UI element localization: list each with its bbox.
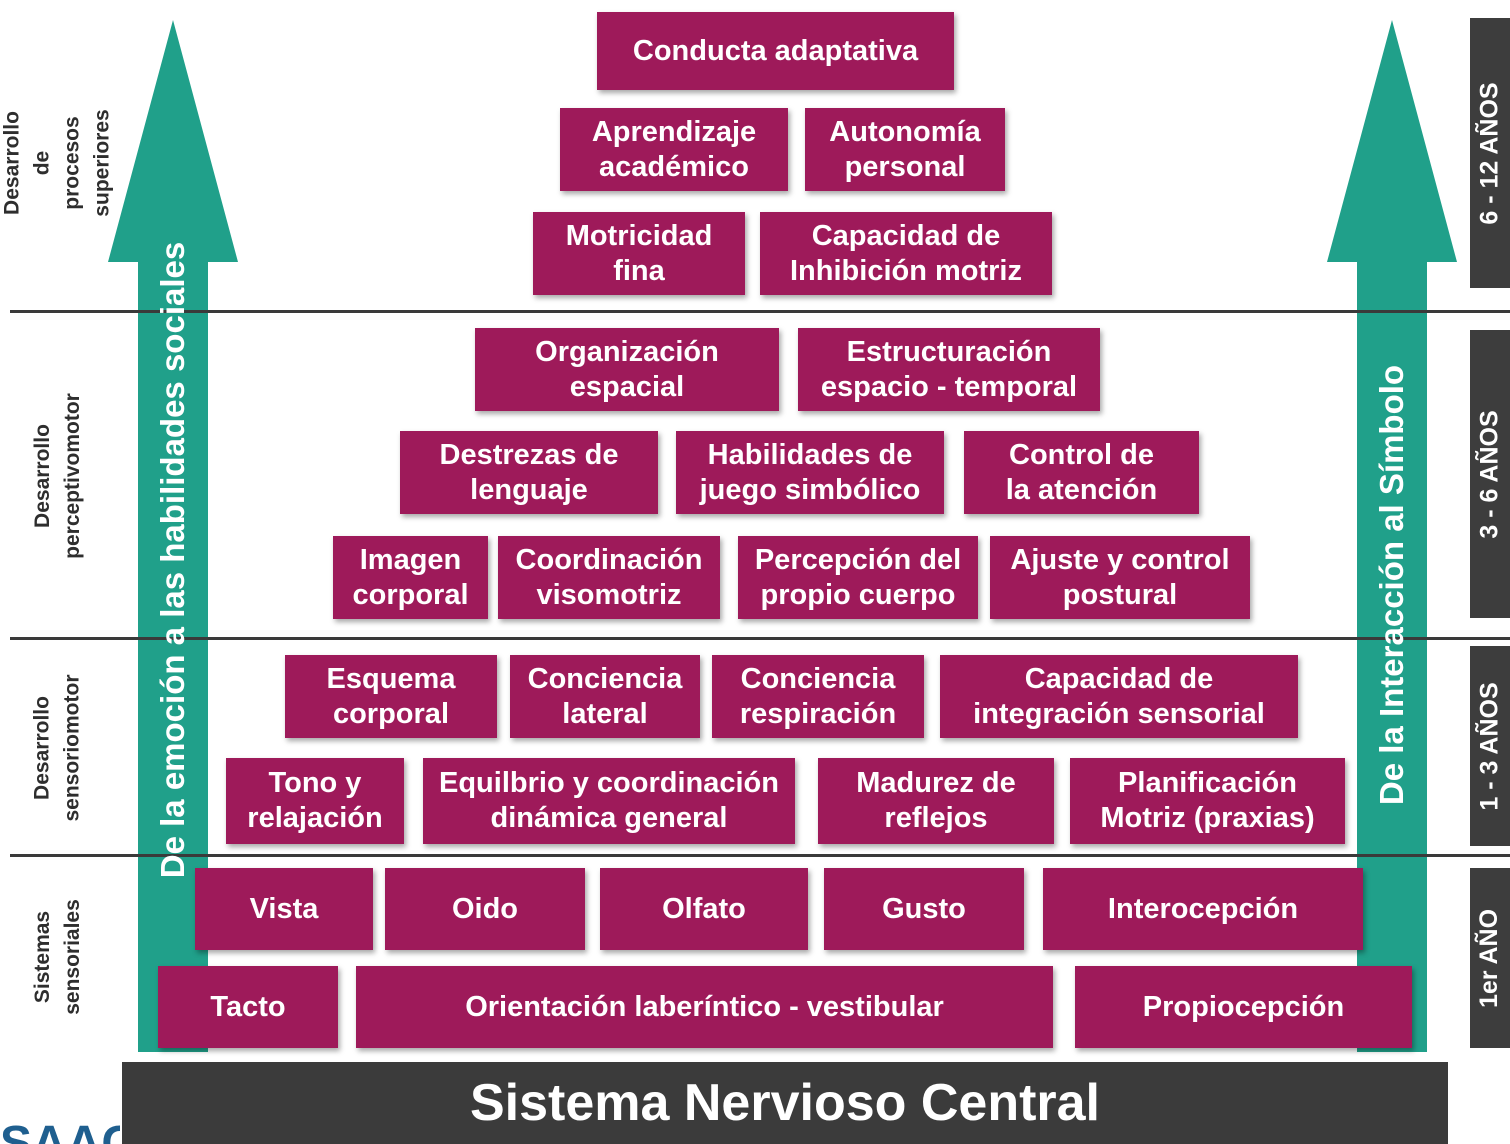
box-equilibrio: Equilbrio y coordinación dinámica genera… xyxy=(423,758,795,844)
age-label: 1 - 3 AÑOS xyxy=(1475,681,1504,811)
box-vista: Vista xyxy=(195,868,373,950)
box-oido: Oido xyxy=(385,868,585,950)
age-bar-3-6: 3 - 6 AÑOS xyxy=(1470,330,1510,618)
separator-line xyxy=(10,310,1510,313)
logo: SAAC xyxy=(0,1112,120,1144)
box-orientacion: Orientación laberíntico - vestibular xyxy=(356,966,1053,1048)
age-label: 1er AÑO xyxy=(1475,908,1504,1008)
age-label: 3 - 6 AÑOS xyxy=(1475,409,1504,539)
right-arrow-label: De la Interacción al Símbolo xyxy=(1357,360,1427,810)
box-conducta-adaptativa: Conducta adaptativa xyxy=(597,12,954,90)
age-bar-6-12: 6 - 12 AÑOS xyxy=(1470,18,1510,288)
box-gusto: Gusto xyxy=(824,868,1024,950)
stage-label-sensoriomotor: Desarrollo sensoriomotor xyxy=(18,645,98,850)
left-arrow-label: De la emoción a las habilidades sociales xyxy=(138,230,208,890)
logo-text: SAAC xyxy=(0,1117,120,1144)
stage-label-text: Desarrollo de procesos superiores xyxy=(1,108,114,217)
box-tono-relajacion: Tono y relajación xyxy=(226,758,404,844)
box-propiocepcion: Propiocepción xyxy=(1075,966,1412,1048)
box-juego-simbolico: Habilidades de juego simbólico xyxy=(676,431,944,514)
box-interocepcion: Interocepción xyxy=(1043,868,1363,950)
stage-label-text: Desarrollo perceptivomotor xyxy=(31,393,85,559)
right-arrow-text: De la Interacción al Símbolo xyxy=(1373,364,1410,806)
box-planificacion: Planificación Motriz (praxias) xyxy=(1070,758,1345,844)
stage-label-superiores: Desarrollo de procesos superiores xyxy=(1,20,114,305)
box-esquema-corporal: Esquema corporal xyxy=(285,655,497,738)
separator-line xyxy=(10,854,1510,857)
box-imagen-corporal: Imagen corporal xyxy=(333,536,488,619)
stage-label-perceptivomotor: Desarrollo perceptivomotor xyxy=(18,320,98,632)
box-percepcion-cuerpo: Percepción del propio cuerpo xyxy=(738,536,978,619)
right-arrow-shape xyxy=(1327,20,1457,1052)
box-conciencia-lateral: Conciencia lateral xyxy=(510,655,700,738)
box-madurez-reflejos: Madurez de reflejos xyxy=(818,758,1054,844)
box-coordinacion-visomotriz: Coordinación visomotriz xyxy=(498,536,720,619)
box-motricidad-fina: Motricidad fina xyxy=(533,212,745,295)
left-arrow-text: De la emoción a las habilidades sociales xyxy=(154,241,192,879)
separator-line xyxy=(10,637,1510,640)
age-label: 6 - 12 AÑOS xyxy=(1475,81,1504,225)
box-capacidad-inhibicion: Capacidad de Inhibición motriz xyxy=(760,212,1052,295)
stage-label-text: Sistemas sensoriales xyxy=(31,899,85,1015)
box-organizacion-espacial: Organización espacial xyxy=(475,328,779,411)
box-tacto: Tacto xyxy=(158,966,338,1048)
stage-label-text: Desarrollo sensoriomotor xyxy=(31,673,84,822)
box-estructuracion: Estructuración espacio - temporal xyxy=(798,328,1100,411)
box-ajuste-postural: Ajuste y control postural xyxy=(990,536,1250,619)
box-olfato: Olfato xyxy=(600,868,808,950)
box-aprendizaje-academico: Aprendizaje académico xyxy=(560,108,788,191)
box-autonomia-personal: Autonomía personal xyxy=(805,108,1005,191)
age-bar-1: 1er AÑO xyxy=(1470,868,1510,1048)
box-destrezas-lenguaje: Destrezas de lenguaje xyxy=(400,431,658,514)
base-label: Sistema Nervioso Central xyxy=(469,1074,1101,1132)
box-control-atencion: Control de la atención xyxy=(964,431,1199,514)
left-arrow-shape xyxy=(108,20,238,1052)
box-conciencia-respiracion: Conciencia respiración xyxy=(712,655,924,738)
stage-label-sensoriales: Sistemas sensoriales xyxy=(18,862,98,1052)
box-integracion-sensorial: Capacidad de integración sensorial xyxy=(940,655,1298,738)
base-sistema-nervioso-central: Sistema Nervioso Central xyxy=(122,1062,1448,1144)
age-bar-1-3: 1 - 3 AÑOS xyxy=(1470,646,1510,846)
